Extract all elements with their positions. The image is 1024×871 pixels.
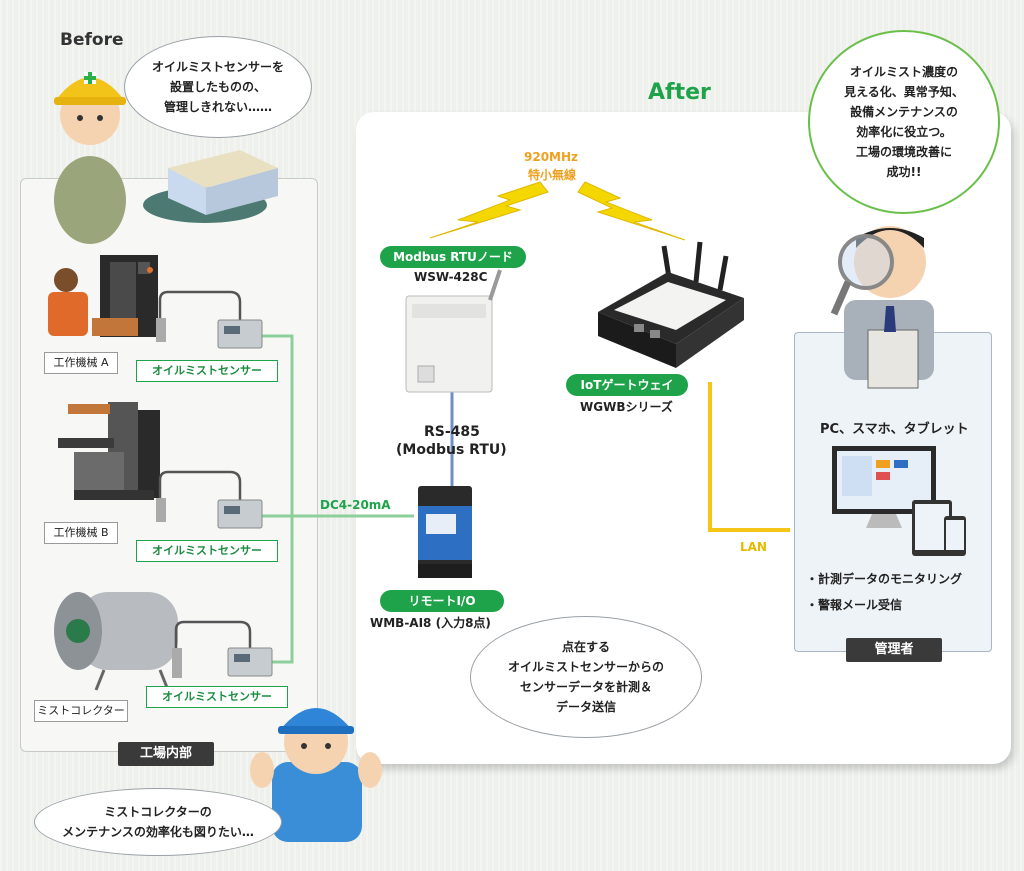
after-speech-bubble: オイルミスト濃度の 見える化、異常予知、 設備メンテナンスの 効率化に役立つ。 … [808, 30, 1000, 214]
center-speech-text: 点在する オイルミストセンサーからの センサーデータを計測＆ データ送信 [507, 640, 664, 714]
devices-icon [832, 446, 966, 556]
mist-collector-label: ミストコレクター [34, 700, 128, 722]
lan-label: LAN [740, 540, 767, 554]
remote-io-tag: リモートI/O [380, 590, 504, 612]
bottom-speech-text: ミストコレクターの メンテナンスの効率化も図りたい… [62, 805, 254, 839]
rs485-label: RS-485 [424, 424, 480, 440]
before-speech-text: オイルミストセンサーを 設置したものの、 管理しきれない…… [151, 60, 284, 114]
worker-before-icon [54, 72, 126, 244]
sensor-a-icon [156, 290, 263, 349]
admin-feature-alert: ・警報メール受信 [806, 598, 903, 612]
admin-label: 管理者 [846, 638, 942, 662]
sensor-c-label: オイルミストセンサー [146, 686, 288, 708]
sensor-c-icon [172, 620, 273, 678]
bottom-speech-bubble: ミストコレクターの メンテナンスの効率化も図りたい… [34, 788, 282, 856]
sensor-a-label: オイルミストセンサー [136, 360, 278, 382]
rs485-protocol: (Modbus RTU) [396, 442, 507, 458]
sensor-wiring [262, 334, 414, 664]
machine-b-label: 工作機械 B [44, 522, 118, 544]
manager-icon [830, 226, 934, 389]
factory-building-icon [143, 150, 278, 223]
wireless-type: 特小無線 [528, 168, 577, 182]
sensor-b-icon [156, 470, 263, 529]
remote-io-model: WMB-AI8 (入力8点) [370, 616, 491, 630]
machine-a-label: 工作機械 A [44, 352, 118, 374]
gateway-tag: IoTゲートウェイ [566, 374, 688, 396]
factory-label: 工場内部 [118, 742, 214, 766]
after-speech-text: オイルミスト濃度の 見える化、異常予知、 設備メンテナンスの 効率化に役立つ。 … [844, 65, 964, 179]
worker-bottom-icon [250, 708, 382, 842]
center-speech-bubble: 点在する オイルミストセンサーからの センサーデータを計測＆ データ送信 [470, 616, 702, 738]
sensor-b-label: オイルミストセンサー [136, 540, 278, 562]
machine-b-icon [58, 402, 160, 500]
wireless-bolt-icon [429, 181, 686, 241]
admin-devices-label: PC、スマホ、タブレット [820, 422, 969, 437]
before-speech-bubble: オイルミストセンサーを 設置したものの、 管理しきれない…… [124, 36, 312, 138]
gateway-model: WGWBシリーズ [580, 400, 673, 414]
admin-feature-monitoring: ・計測データのモニタリング [806, 572, 963, 586]
remote-io-device-icon [418, 486, 472, 578]
machine-a-icon [48, 255, 158, 337]
before-title: Before [60, 30, 124, 50]
iot-gateway-icon [598, 241, 744, 368]
modbus-node-tag: Modbus RTUノード [380, 246, 526, 268]
wireless-freq: 920MHz [524, 150, 579, 164]
modbus-node-model: WSW-428C [414, 270, 488, 284]
mist-collector-icon [54, 592, 178, 691]
after-title: After [648, 80, 711, 105]
dc-label: DC4-20mA [320, 498, 391, 512]
modbus-node-device-icon [405, 269, 502, 393]
lan-line [708, 382, 790, 532]
